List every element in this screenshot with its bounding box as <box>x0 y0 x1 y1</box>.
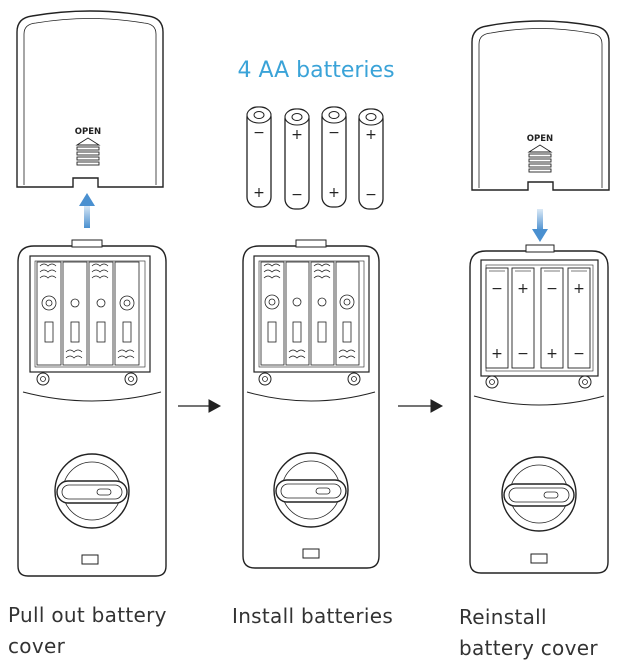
battery-polarity-top: + <box>291 127 303 143</box>
installed-battery-2: +− <box>511 267 535 369</box>
empty-battery-slots <box>36 261 140 366</box>
aa-battery-3: −+ <box>321 106 347 208</box>
step-2-caption: Install batteries <box>232 604 394 628</box>
next-step-arrow-2 <box>398 399 444 413</box>
battery-cover-reinstall: OPEN <box>471 20 610 191</box>
battery-polarity-top: − <box>253 125 265 141</box>
battery-polarity-bottom: + <box>491 346 503 362</box>
battery-polarity-top: − <box>491 281 503 297</box>
next-step-arrow-1 <box>178 399 222 413</box>
aa-battery-1: −+ <box>246 106 272 208</box>
thumb-turn <box>273 452 349 528</box>
battery-cover-removed: OPEN <box>16 10 164 188</box>
push-in-arrow-icon <box>532 209 548 242</box>
battery-polarity-top: + <box>573 281 585 297</box>
battery-polarity-bottom: − <box>573 346 585 362</box>
battery-polarity-top: − <box>328 125 340 141</box>
lock-body-batteries-in <box>242 239 380 569</box>
loose-batteries: −++−−++− <box>246 106 384 210</box>
open-chevron-icon <box>75 137 101 166</box>
installed-battery-4: +− <box>567 267 591 369</box>
pull-out-arrow-icon <box>79 193 95 228</box>
battery-polarity-bottom: − <box>365 187 377 203</box>
cover-open-label: OPEN <box>527 134 553 144</box>
installed-battery-1: −+ <box>485 267 509 369</box>
step-1-caption: Pull out battery cover <box>8 603 167 658</box>
thumb-turn <box>501 456 577 532</box>
aa-battery-4: +− <box>358 108 384 210</box>
battery-polarity-bottom: − <box>517 346 529 362</box>
lock-body-closed-cover: −++−−++− <box>469 244 609 574</box>
installed-battery-3: −+ <box>540 267 564 369</box>
battery-polarity-top: + <box>517 281 529 297</box>
aa-battery-2: +− <box>284 108 310 210</box>
thumb-turn <box>54 453 130 529</box>
cover-open-label: OPEN <box>75 127 101 137</box>
open-chevron-icon <box>527 144 553 173</box>
battery-polarity-bottom: + <box>328 185 340 201</box>
battery-polarity-bottom: − <box>291 187 303 203</box>
battery-polarity-top: − <box>546 281 558 297</box>
batteries-heading: 4 AA batteries <box>237 58 394 83</box>
battery-polarity-bottom: + <box>253 185 265 201</box>
battery-polarity-top: + <box>365 127 377 143</box>
installed-batteries: −++−−++− <box>485 267 591 369</box>
battery-polarity-bottom: + <box>546 346 558 362</box>
lock-body-open <box>17 239 167 577</box>
step-3-caption: Reinstall battery cover <box>459 605 598 660</box>
